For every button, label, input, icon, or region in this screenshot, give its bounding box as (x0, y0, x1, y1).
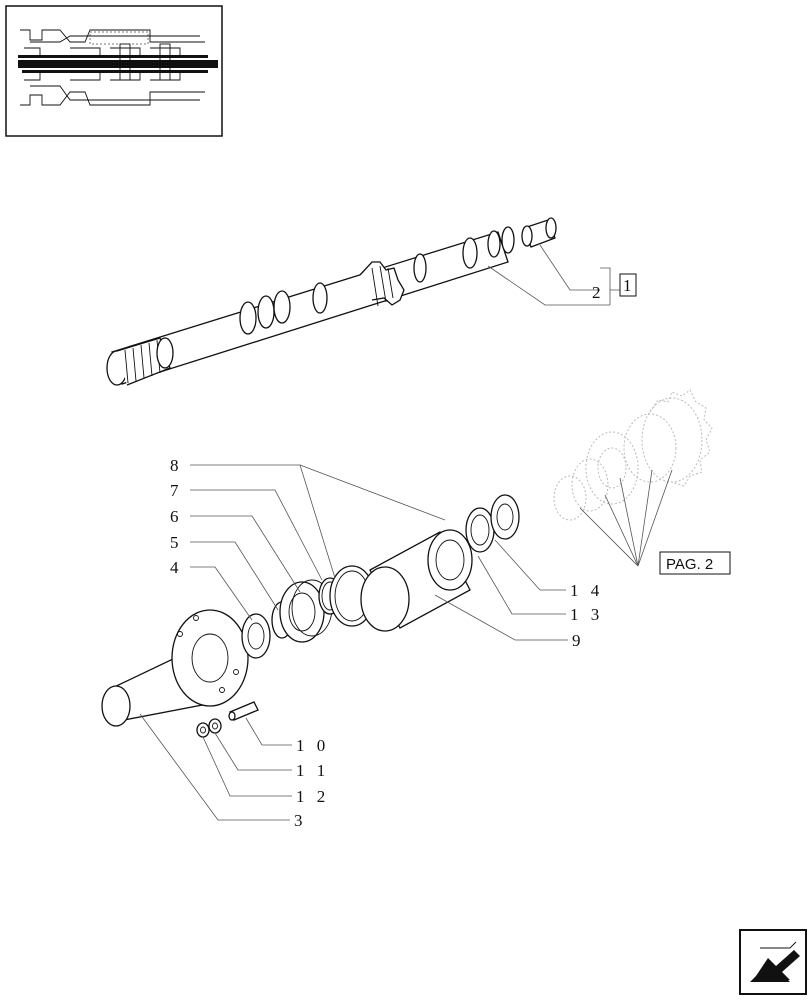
callout-8: 8 (170, 456, 183, 475)
callout-4: 4 (170, 558, 183, 577)
ghost-gear-group (553, 389, 713, 521)
callout-1: 1 (623, 276, 636, 295)
bushing-2[interactable] (521, 217, 557, 248)
page-ref-button[interactable]: PAG. 2 (659, 551, 731, 575)
leader-14 (494, 539, 566, 591)
washer-12[interactable] (196, 722, 210, 738)
leader-10 (245, 717, 292, 746)
transmission-section-thumbnail (18, 29, 218, 106)
callout-7: 7 (170, 481, 183, 500)
dowel-pin-10[interactable] (228, 701, 259, 721)
ring-14[interactable] (490, 494, 520, 540)
thumbnail-locator[interactable] (5, 5, 223, 137)
leader-2b (487, 265, 610, 306)
callout-13: 1 3 (570, 605, 603, 624)
leader-8a (190, 464, 336, 579)
callout-2: 2 (592, 283, 605, 302)
leader-6 (190, 515, 301, 593)
callout-3: 3 (294, 811, 307, 830)
main-shaft[interactable] (106, 226, 515, 386)
callout-1-box (619, 273, 637, 297)
flange-shaft-3[interactable] (101, 609, 249, 727)
leader-13 (477, 555, 566, 615)
leader-12 (202, 736, 292, 797)
leader-5 (190, 541, 279, 611)
ring-4[interactable] (241, 613, 271, 659)
callout-11: 1 1 (296, 761, 329, 780)
callout-6: 6 (170, 507, 183, 526)
callout-9: 9 (572, 631, 585, 650)
page-ref-label: PAG. 2 (666, 556, 713, 573)
callout-12: 1 2 (296, 787, 329, 806)
callout-14: 1 4 (570, 581, 603, 600)
bracket-1 (600, 267, 620, 305)
leader-pag2 (579, 469, 673, 567)
leader-7 (190, 489, 323, 581)
callout-5: 5 (170, 533, 183, 552)
leader-3 (139, 713, 290, 821)
sleeve-9[interactable] (360, 529, 473, 632)
leader-4 (190, 566, 253, 621)
washer-11[interactable] (208, 718, 222, 734)
next-page-button[interactable] (739, 929, 807, 995)
ring-13[interactable] (465, 507, 495, 553)
next-page-arrow-icon (750, 941, 800, 982)
leader-9 (434, 594, 568, 641)
leader-2a (539, 244, 600, 291)
callout-10: 1 0 (296, 736, 329, 755)
leader-11 (214, 732, 292, 771)
leader-8b (299, 464, 446, 521)
